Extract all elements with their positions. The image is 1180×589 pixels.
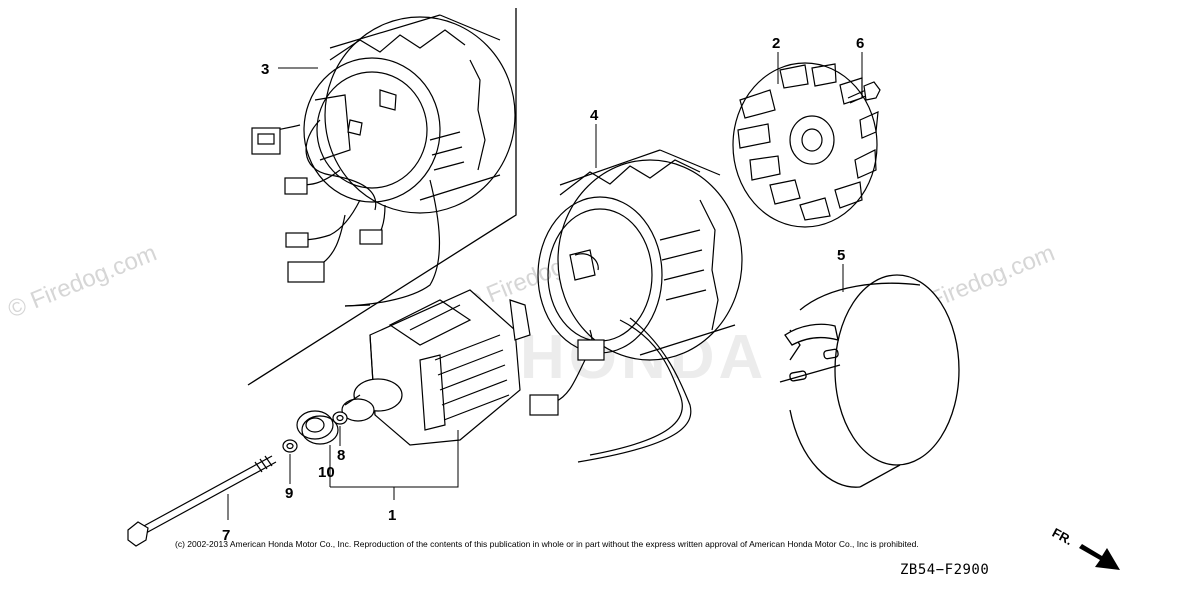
callout-3: 3: [261, 61, 269, 78]
copyright-notice: (c) 2002-2013 American Honda Motor Co., …: [175, 539, 919, 549]
callout-2: 2: [772, 35, 780, 52]
front-direction-arrow-icon: [1079, 544, 1120, 570]
callout-10: 10: [318, 464, 335, 481]
callout-6: 6: [856, 35, 864, 52]
part-6-bolt: [847, 81, 881, 104]
callout-7: 7: [222, 527, 230, 544]
part-5-fan-cover: [779, 274, 960, 488]
inset-divider: [247, 8, 517, 386]
diagram-code: ZB54−F2900: [900, 562, 990, 578]
part-9-washer: [282, 439, 298, 453]
part-10-bearing: [296, 410, 339, 445]
callout-9: 9: [285, 485, 293, 502]
callout-4: 4: [590, 107, 599, 124]
part-4-stator: [529, 149, 743, 463]
callout-1: 1: [388, 507, 396, 524]
callout-5: 5: [837, 247, 845, 264]
part-1-rotor: [341, 289, 531, 446]
part-3-stator: [251, 14, 516, 307]
callout-8: 8: [337, 447, 345, 464]
leader-lines: [227, 52, 863, 520]
watermark-left: © Firedog.com: [4, 239, 160, 323]
part-8-washer: [332, 411, 348, 425]
part-2-fan: [732, 62, 879, 228]
part-7-bolt: [127, 455, 277, 547]
